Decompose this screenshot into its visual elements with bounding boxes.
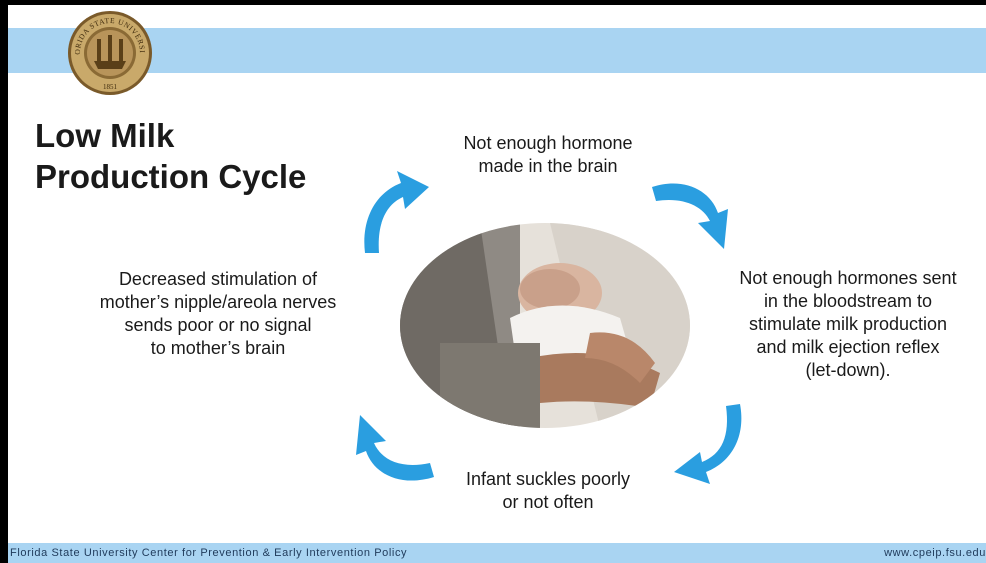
cycle-arrow-up-right-icon (353, 165, 433, 260)
footer-bar: Florida State University Center for Prev… (8, 543, 986, 563)
step-text-line: (let-down). (708, 359, 986, 382)
step-text-line: or not often (443, 491, 653, 514)
title-line: Low Milk (35, 115, 355, 156)
cycle-step-right: Not enough hormones sent in the bloodstr… (708, 267, 986, 382)
step-text-line: in the bloodstream to (708, 290, 986, 313)
cycle-step-bottom: Infant suckles poorly or not often (443, 468, 653, 514)
cycle-arrow-up-left-icon (348, 405, 438, 490)
step-text-line: stimulate milk production (708, 313, 986, 336)
step-text-line: Not enough hormones sent (708, 267, 986, 290)
cycle-step-left: Decreased stimulation of mother’s nipple… (73, 268, 363, 360)
step-text-line: sends poor or no signal (73, 314, 363, 337)
step-text-line: Not enough hormone (438, 132, 658, 155)
svg-text:1851: 1851 (103, 83, 118, 91)
cycle-arrow-down-right-icon (648, 173, 738, 253)
step-text-line: to mother’s brain (73, 337, 363, 360)
step-text-line: made in the brain (438, 155, 658, 178)
mother-holding-infant-image (400, 223, 690, 428)
title-line: Production Cycle (35, 156, 355, 197)
university-seal-logo: FLORIDA STATE UNIVERSITY 1851 (66, 9, 154, 97)
step-text-line: mother’s nipple/areola nerves (73, 291, 363, 314)
slide-title: Low Milk Production Cycle (35, 115, 355, 197)
footer-website: www.cpeip.fsu.edu (884, 547, 986, 559)
step-text-line: Decreased stimulation of (73, 268, 363, 291)
slide: FLORIDA STATE UNIVERSITY 1851 Low Milk P… (8, 5, 986, 563)
step-text-line: and milk ejection reflex (708, 336, 986, 359)
header-band (8, 28, 986, 73)
step-text-line: Infant suckles poorly (443, 468, 653, 491)
footer-organization: Florida State University Center for Prev… (10, 547, 407, 559)
cycle-arrow-down-left-icon (668, 400, 753, 490)
cycle-step-top: Not enough hormone made in the brain (438, 132, 658, 178)
